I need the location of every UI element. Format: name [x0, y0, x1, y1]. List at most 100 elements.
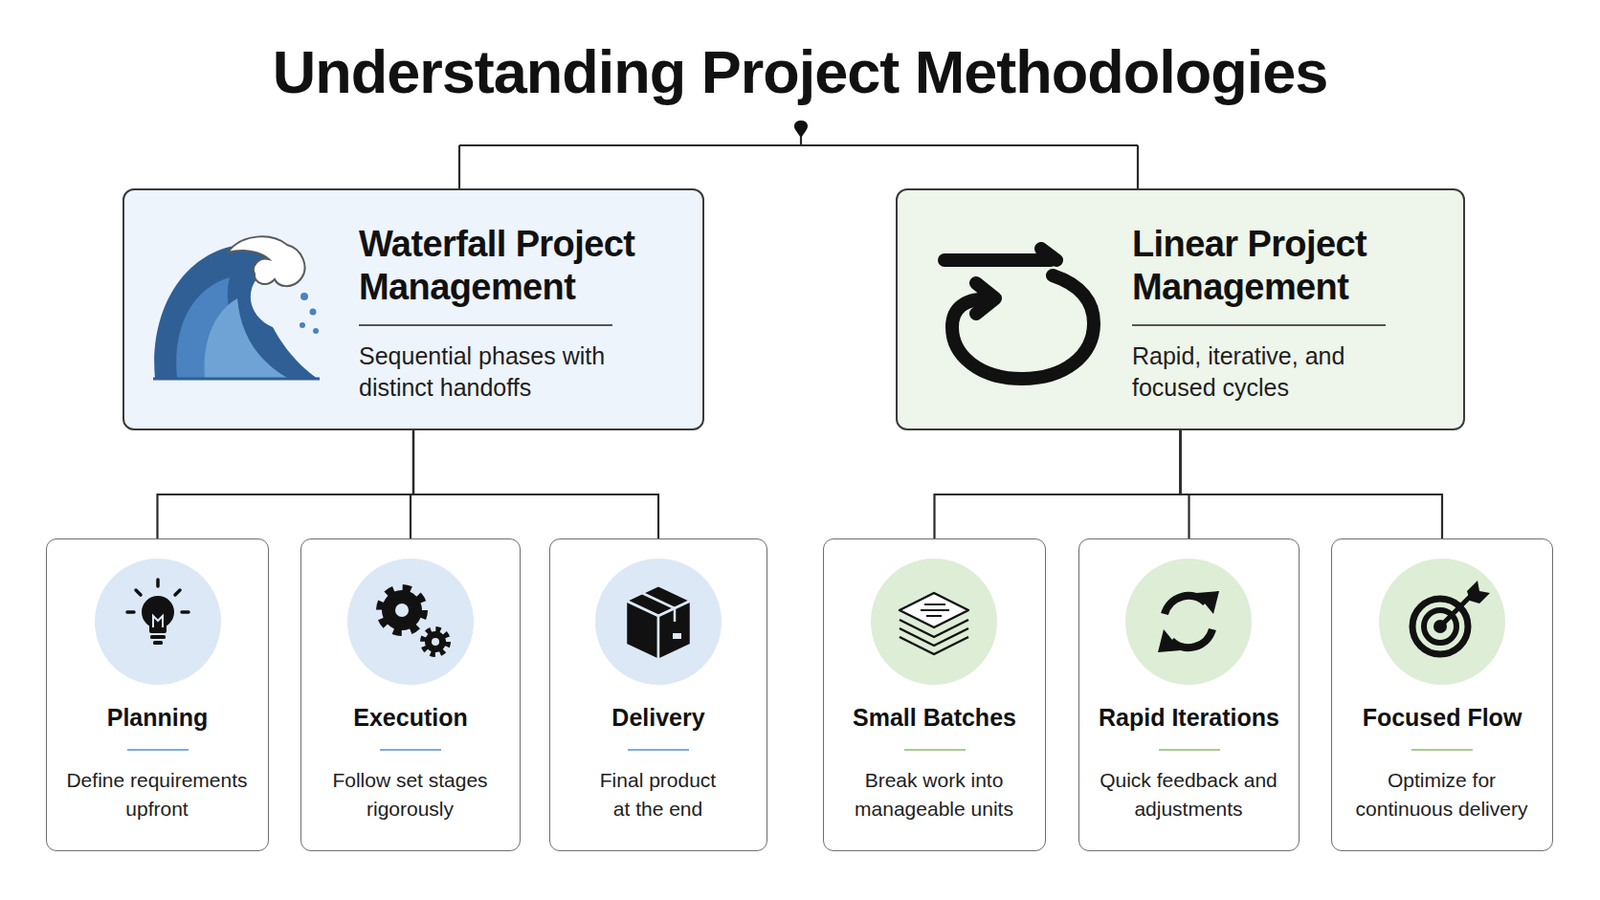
connector-line	[1180, 430, 1190, 539]
title-connector	[459, 133, 1138, 189]
connector-line	[1180, 430, 1444, 539]
refresh-head	[1157, 629, 1181, 653]
card-title: Delivery	[550, 702, 767, 734]
title-underline	[127, 749, 189, 752]
gear-body	[424, 631, 446, 653]
bulb-base	[153, 641, 163, 645]
target-icon	[1412, 580, 1490, 655]
stack-lines	[920, 604, 950, 617]
gear-teeth	[381, 590, 423, 631]
target-arrow	[1442, 595, 1472, 625]
bulb-ray	[181, 610, 189, 615]
bulb-base	[150, 635, 166, 640]
card-description: Quick feedback and adjustments	[1086, 766, 1292, 824]
box-top	[625, 585, 691, 617]
card-description: Optimize for continuous delivery	[1338, 766, 1545, 824]
card-title: Focused Flow	[1332, 702, 1553, 734]
box-side	[625, 600, 659, 661]
stack-icon	[899, 593, 969, 655]
icon-circle	[595, 558, 722, 686]
feature-card: DeliveryFinal product at the end	[549, 538, 768, 852]
card-title: Execution	[301, 702, 520, 734]
bulb-ray	[175, 590, 180, 596]
target-center	[1433, 620, 1447, 634]
card-description: Define requirements upfront	[54, 766, 261, 824]
pin-marker	[794, 120, 808, 138]
card-title: Small Batches	[823, 702, 1045, 734]
gear-teeth	[423, 630, 447, 654]
feature-card: PlanningDefine requirements upfront	[45, 538, 269, 852]
box-heading: Linear Project Management	[1132, 222, 1458, 310]
bulb-neck	[149, 622, 167, 634]
refresh-arc	[1171, 629, 1213, 648]
icon-circle	[870, 558, 998, 686]
bulb-ray	[127, 610, 134, 615]
connector-line	[157, 430, 415, 539]
icon-circle	[94, 558, 222, 686]
connector-line	[413, 430, 659, 539]
box-description: Rapid, iterative, and focused cycles	[1132, 340, 1410, 404]
box-label	[672, 633, 682, 640]
card-description: Follow set stages rigorously	[307, 766, 513, 824]
feature-card: Rapid IterationsQuick feedback and adjus…	[1078, 538, 1300, 852]
card-description: Final product at the end	[593, 766, 723, 824]
refresh-icon	[1157, 591, 1220, 653]
target-ring	[1412, 599, 1468, 655]
wave-crest	[227, 236, 305, 287]
bulb-rays	[127, 579, 189, 613]
target-fletching	[1466, 580, 1490, 604]
heading-divider	[1132, 324, 1386, 327]
icon-circle	[1378, 558, 1506, 686]
heading-divider	[358, 324, 613, 327]
wave-body	[154, 244, 318, 379]
wave-band	[176, 277, 270, 379]
gear-hole	[431, 638, 440, 646]
lightbulb-icon	[127, 579, 189, 645]
refresh-arc	[1164, 596, 1206, 615]
box-heading: Waterfall Project Management	[358, 222, 685, 310]
wave-drop	[310, 309, 317, 316]
wave-base	[153, 377, 320, 381]
wave-drop	[312, 328, 319, 334]
methodology-box: Waterfall Project ManagementSequential p…	[122, 188, 705, 431]
box-tape	[642, 593, 675, 623]
bulb-ray	[135, 590, 141, 596]
gear-body	[381, 590, 423, 631]
stack-top	[899, 593, 969, 628]
title-underline	[1158, 749, 1221, 752]
stack-layer	[899, 620, 969, 638]
feature-card: ExecutionFollow set stages rigorously	[300, 538, 521, 852]
title-underline	[627, 749, 689, 752]
wave-drop	[300, 292, 309, 301]
title-underline	[379, 749, 442, 752]
diagram-title: Understanding Project Methodologies	[0, 35, 1600, 109]
title-underline	[904, 749, 966, 752]
card-description: Break work into manageable units	[831, 766, 1038, 824]
bulb-filament	[153, 616, 163, 628]
stack-layer	[899, 637, 969, 655]
tree-line	[459, 133, 1138, 189]
stack-layer	[899, 628, 969, 646]
loop-curve	[952, 275, 1094, 379]
gears-icon	[381, 590, 447, 654]
wave-icon	[153, 236, 320, 379]
title-underline	[1411, 749, 1473, 752]
wave-drop	[299, 322, 306, 329]
loop-arrow-head	[976, 283, 996, 314]
icon-circle	[1125, 558, 1252, 686]
methodology-box: Linear Project ManagementRapid, iterativ…	[895, 188, 1466, 431]
refresh-head	[1196, 591, 1220, 615]
bulb-glass	[141, 596, 175, 629]
box-description: Sequential phases with distinct handoffs	[358, 340, 637, 404]
loop-arrow-head	[1041, 248, 1057, 261]
gear-hole	[395, 603, 409, 618]
loop-icon	[944, 248, 1094, 379]
loop-line	[944, 253, 1051, 267]
box-side	[658, 600, 691, 661]
icon-circle	[347, 558, 474, 686]
card-title: Rapid Iterations	[1079, 702, 1299, 734]
target-ring	[1423, 610, 1457, 644]
feature-card: Small BatchesBreak work into manageable …	[822, 538, 1046, 852]
